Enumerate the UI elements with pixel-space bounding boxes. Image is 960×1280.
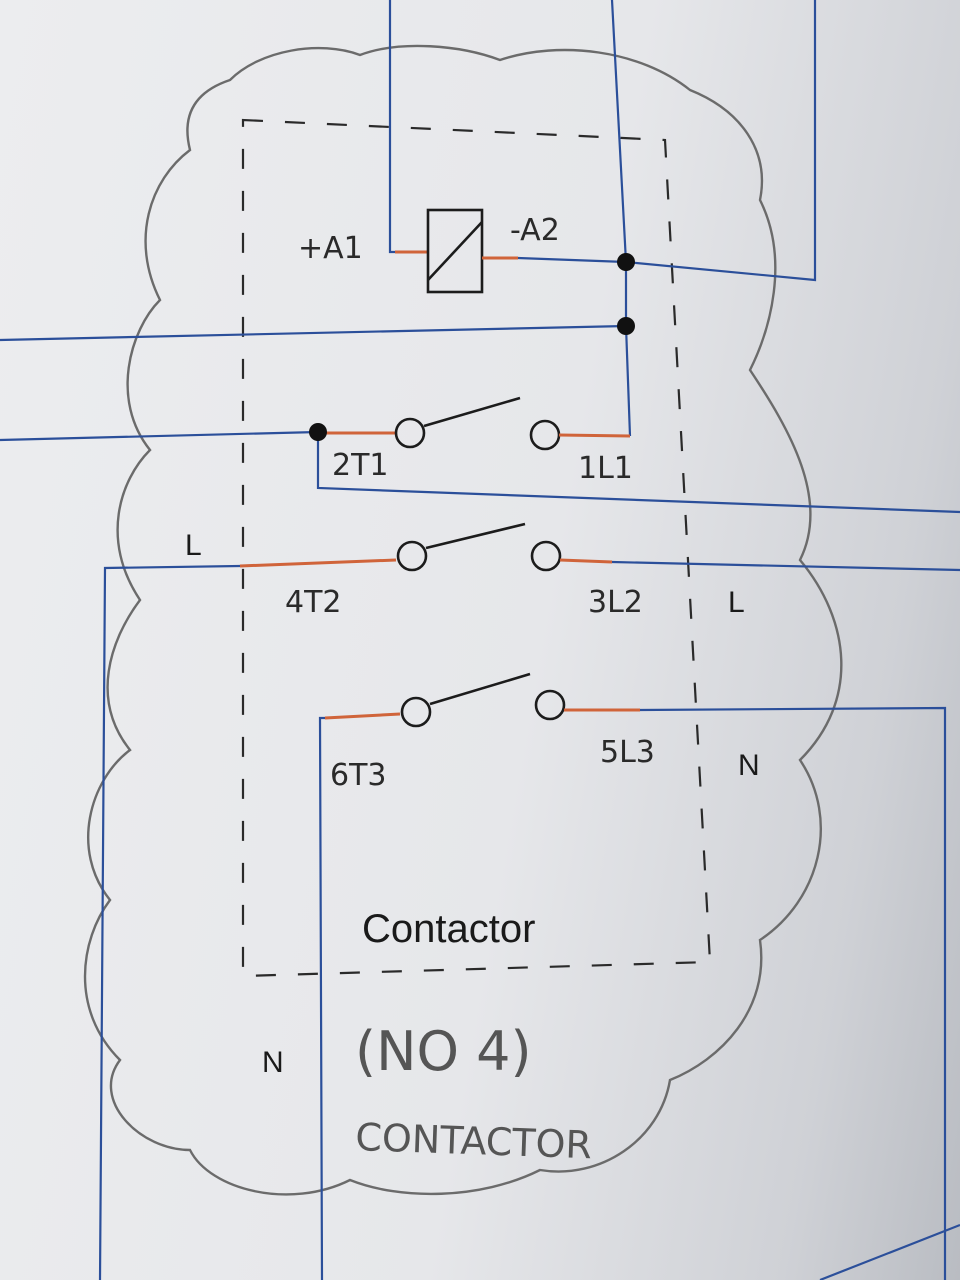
neutral-label-right: N: [738, 749, 760, 782]
junction-dot: [617, 317, 635, 335]
pencil-note-contactor: CONTACTOR: [355, 1115, 593, 1167]
contact-2: [98, 522, 960, 1280]
live-label-right: L: [728, 586, 745, 619]
terminal-a1-label: +A1: [298, 231, 363, 266]
contactor-title: Contactor: [362, 907, 535, 951]
contact-1: [0, 396, 960, 514]
pencil-note-no4: (NO 4): [355, 1020, 532, 1083]
contact-3: [318, 672, 960, 1280]
terminal-1l1-label: 1L1: [578, 451, 633, 486]
terminal-5l3-label: 5L3: [600, 735, 655, 770]
terminal-6t3-label: 6T3: [330, 758, 387, 793]
junction-dot: [617, 253, 635, 271]
coil-symbol: [426, 208, 484, 294]
terminal-2t1-label: 2T1: [332, 448, 389, 483]
coil-circuit: [0, 0, 817, 437]
terminal-4t2-label: 4T2: [285, 585, 342, 620]
junction-dot: [309, 423, 327, 441]
live-label-left: L: [185, 529, 202, 562]
pencil-cloud-outline: [83, 44, 843, 1196]
terminal-a2-label: -A2: [510, 213, 560, 248]
neutral-label-bottom: N: [262, 1046, 284, 1079]
terminal-3l2-label: 3L2: [588, 585, 643, 620]
